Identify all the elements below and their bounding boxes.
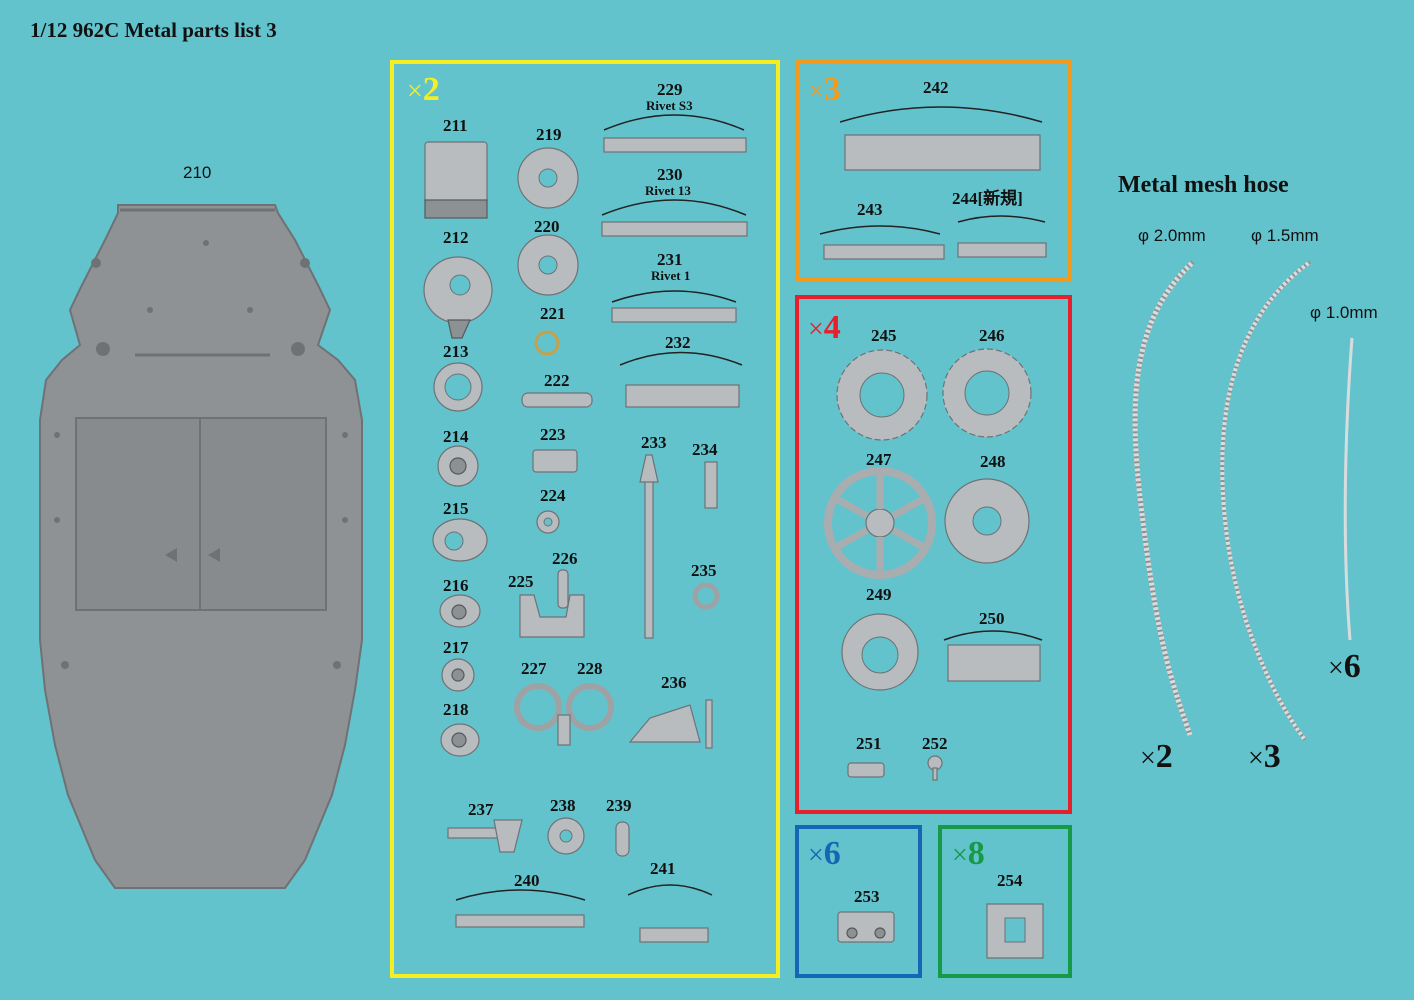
hose-diameter-2mm: φ 2.0mm bbox=[1138, 226, 1206, 245]
metal-part-icon bbox=[423, 114, 748, 943]
group-x2-multiplier: ×2 bbox=[407, 71, 440, 108]
part-234-label: 234 bbox=[692, 440, 718, 459]
part-215-label: 215 bbox=[443, 499, 469, 518]
part-254-label: 254 bbox=[997, 871, 1023, 890]
part-221-label: 221 bbox=[540, 304, 566, 323]
part-249-label: 249 bbox=[866, 585, 892, 604]
part-223-label: 223 bbox=[540, 425, 566, 444]
page-title: 1/12 962C Metal parts list 3 bbox=[30, 18, 277, 42]
part-242-label: 242 bbox=[923, 78, 949, 97]
metal-part-icon bbox=[824, 348, 1043, 781]
group-x6-multiplier: ×6 bbox=[808, 835, 841, 872]
part-253-label: 253 bbox=[854, 887, 880, 906]
metal-part-icon bbox=[837, 903, 1044, 959]
part-238-label: 238 bbox=[550, 796, 576, 815]
group-x4-multiplier: ×4 bbox=[808, 309, 841, 346]
group-x3-box bbox=[795, 60, 1072, 282]
group-x2-box bbox=[390, 60, 780, 978]
part-212-label: 212 bbox=[443, 228, 469, 247]
part-231-label: 231 bbox=[657, 250, 683, 269]
part-247-label: 247 bbox=[866, 450, 892, 469]
part-230-label: 230 bbox=[657, 165, 683, 184]
part-239-label: 239 bbox=[606, 796, 632, 815]
part-227-label: 227 bbox=[521, 659, 547, 678]
group-x8-box bbox=[938, 825, 1072, 978]
part-214-label: 214 bbox=[443, 427, 469, 446]
hose-diameter-1mm: φ 1.0mm bbox=[1310, 303, 1378, 322]
hose-diameter-1-5mm: φ 1.5mm bbox=[1251, 226, 1319, 245]
part-228-label: 228 bbox=[577, 659, 603, 678]
part-248-label: 248 bbox=[980, 452, 1006, 471]
part-220-label: 220 bbox=[534, 217, 560, 236]
panel-number: 210 bbox=[183, 163, 212, 182]
part-232-label: 232 bbox=[665, 333, 691, 352]
rivet-13-label: Rivet 13 bbox=[645, 183, 691, 198]
group-x3-multiplier: ×3 bbox=[808, 71, 841, 108]
hose-1-5mm-multiplier: ×3 bbox=[1248, 738, 1281, 775]
part-235-label: 235 bbox=[691, 561, 717, 580]
part-224-label: 224 bbox=[540, 486, 566, 505]
part-211-label: 211 bbox=[443, 116, 468, 135]
part-217-label: 217 bbox=[443, 638, 469, 657]
undertray-panel-icon bbox=[39, 204, 363, 889]
hose-1mm-multiplier: ×6 bbox=[1328, 648, 1361, 685]
part-216-label: 216 bbox=[443, 576, 469, 595]
part-237-label: 237 bbox=[468, 800, 494, 819]
part-252-label: 252 bbox=[922, 734, 948, 753]
rivet-1-label: Rivet 1 bbox=[651, 268, 691, 283]
hose-2mm-multiplier: ×2 bbox=[1140, 738, 1173, 775]
hose-heading: Metal mesh hose bbox=[1118, 172, 1289, 198]
part-244-label: 244[新規] bbox=[952, 189, 1023, 208]
part-250-label: 250 bbox=[979, 609, 1005, 628]
part-218-label: 218 bbox=[443, 700, 469, 719]
part-251-label: 251 bbox=[856, 734, 882, 753]
part-240-label: 240 bbox=[514, 871, 540, 890]
part-245-label: 245 bbox=[871, 326, 897, 345]
part-243-label: 243 bbox=[857, 200, 883, 219]
part-222-label: 222 bbox=[544, 371, 570, 390]
rivet-s3-label: Rivet S3 bbox=[646, 98, 693, 113]
part-246-label: 246 bbox=[979, 326, 1005, 345]
part-219-label: 219 bbox=[536, 125, 562, 144]
group-x8-multiplier: ×8 bbox=[952, 835, 985, 872]
group-x6-box bbox=[795, 825, 922, 978]
part-225-label: 225 bbox=[508, 572, 534, 591]
part-226-label: 226 bbox=[552, 549, 578, 568]
part-213-label: 213 bbox=[443, 342, 469, 361]
part-241-label: 241 bbox=[650, 859, 676, 878]
metal-part-icon bbox=[819, 106, 1047, 260]
part-233-label: 233 bbox=[641, 433, 667, 452]
part-236-label: 236 bbox=[661, 673, 687, 692]
group-x4-box bbox=[795, 295, 1072, 814]
part-229-label: 229 bbox=[657, 80, 683, 99]
